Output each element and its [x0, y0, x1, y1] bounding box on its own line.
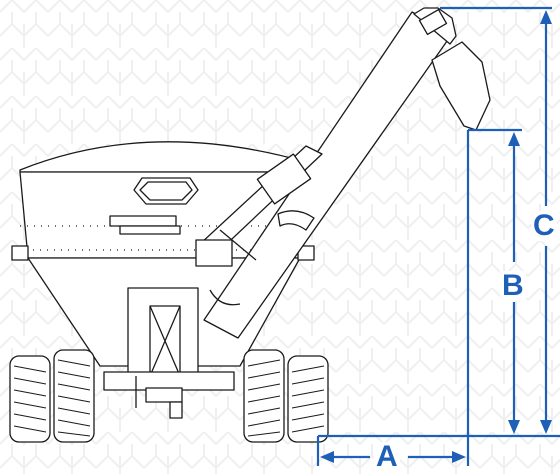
auger-base — [195, 239, 233, 267]
auger-spout — [431, 41, 491, 131]
dimension-label-b: B — [500, 269, 526, 302]
left-light — [11, 245, 29, 261]
dimension-lines — [316, 6, 560, 466]
cart-axle — [103, 371, 235, 391]
cart-bracket — [109, 215, 177, 227]
dimension-arrowheads — [320, 10, 552, 463]
auger-collar — [277, 210, 315, 231]
cart-hitch — [145, 387, 183, 403]
auger — [195, 7, 491, 339]
b-arrow-bottom — [508, 420, 520, 434]
auger-head — [418, 8, 448, 36]
a-arrow-left — [320, 451, 334, 463]
auger-mount — [256, 153, 312, 205]
right-outer-wheel — [287, 355, 329, 443]
left-outer-wheel — [9, 355, 51, 443]
c-arrow-bottom — [540, 420, 552, 434]
c-arrow-top — [540, 10, 552, 24]
grain-cart — [11, 141, 315, 419]
dimension-label-a: A — [374, 440, 400, 473]
right-wheels — [243, 349, 329, 443]
left-wheels — [9, 349, 95, 443]
a-arrow-right — [452, 451, 466, 463]
b-arrow-top — [508, 132, 520, 146]
dimension-label-c: C — [531, 209, 557, 242]
